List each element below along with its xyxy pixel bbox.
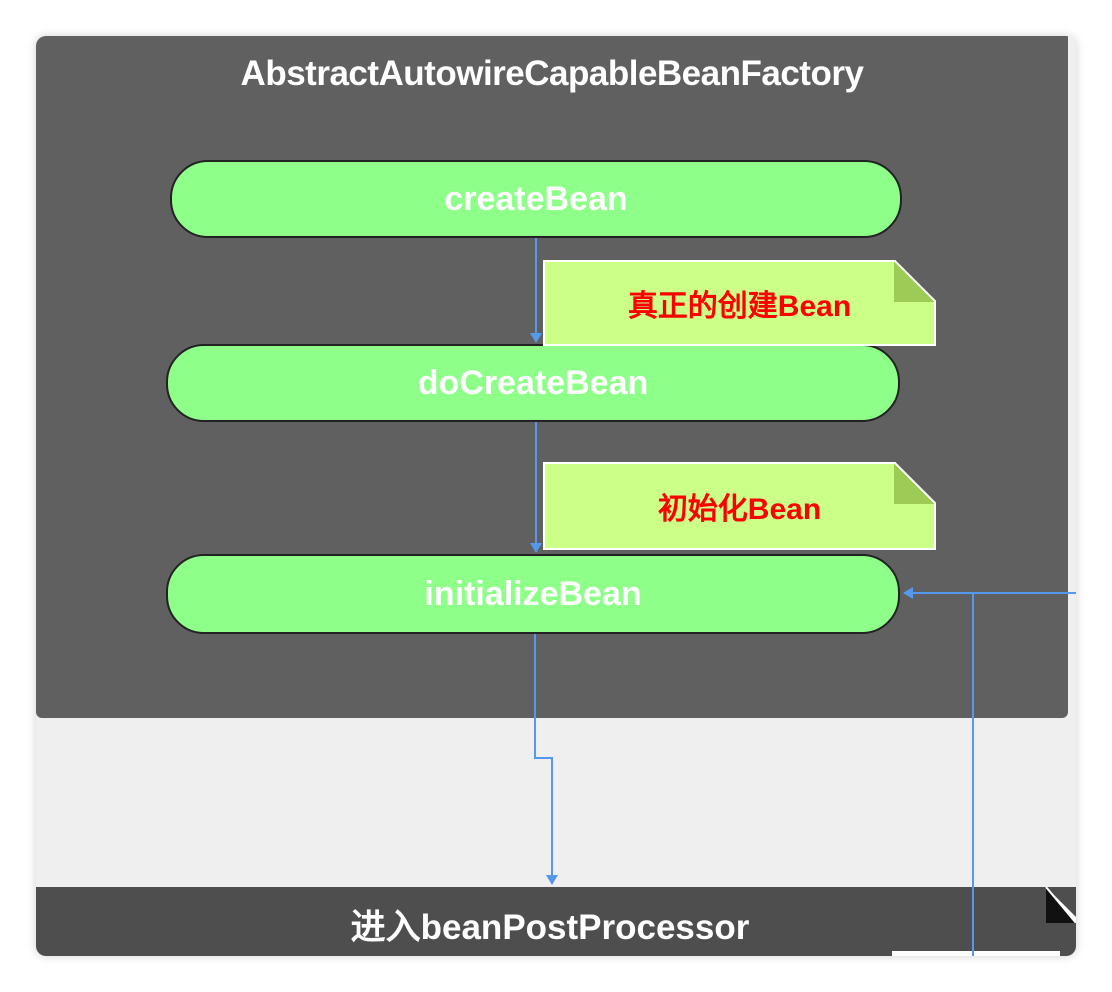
- container-title: AbstractAutowireCapableBeanFactory: [240, 54, 864, 93]
- diagram-frame: AbstractAutowireCapableBeanFactory creat…: [36, 36, 1076, 956]
- note-init-bean: 初始化Bean: [543, 462, 936, 550]
- note-label: 初始化Bean: [657, 493, 822, 526]
- note-label: 真正的创建Bean: [627, 290, 852, 323]
- bean-post-processor-block: 进入beanPostProcessor: [36, 887, 1076, 956]
- node-initialize-bean: initializeBean: [166, 554, 900, 634]
- arrow-initialize-to-processor: [534, 634, 558, 885]
- node-label: createBean: [444, 180, 628, 218]
- note-fold-corner: [894, 260, 936, 302]
- node-label: doCreateBean: [417, 364, 649, 402]
- note-real-create: 真正的创建Bean: [543, 260, 936, 346]
- bottom-block-title: 进入beanPostProcessor: [350, 908, 750, 947]
- bottom-white-strip: [892, 951, 1060, 956]
- node-create-bean: createBean: [170, 160, 902, 238]
- node-do-create-bean: doCreateBean: [166, 344, 900, 422]
- connector-arrows: [530, 238, 1076, 956]
- bottom-note-fold-icon: [1045, 887, 1076, 923]
- note-fold-corner: [894, 462, 936, 504]
- return-line-overlay: [972, 886, 974, 956]
- node-label: initializeBean: [424, 575, 642, 613]
